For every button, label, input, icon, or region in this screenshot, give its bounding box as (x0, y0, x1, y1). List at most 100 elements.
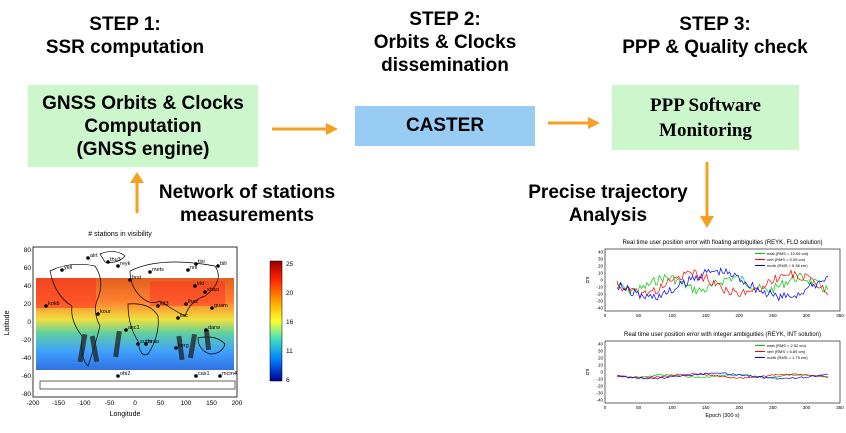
station-label: irkt (197, 281, 205, 287)
plot-ytick-label: 30 (598, 349, 604, 354)
arrow-right-icon (548, 117, 600, 129)
legend-label: east (RMS = 12.06 cm) (767, 251, 809, 256)
plot-ytick-label: -30 (596, 391, 603, 396)
plot-ylabel: cm (585, 369, 591, 376)
antarctica-outline (39, 380, 236, 390)
station-dot (193, 284, 197, 288)
legend-label: east (RMS = 2.52 cm) (767, 343, 807, 348)
station-label: mets (152, 267, 164, 273)
legend-label: north (RMS = 5.36 cm) (767, 263, 808, 268)
station-dot (106, 260, 110, 264)
map-ytick-label: 0 (27, 319, 31, 326)
plot-ytick-label: 10 (598, 271, 604, 276)
map-frame (32, 246, 238, 398)
step3-title: STEP 3: PPP & Quality check (600, 13, 830, 59)
station-dot (44, 304, 48, 308)
station-label: sutm (140, 339, 152, 345)
colorbar-tick-label: 6 (286, 377, 290, 384)
station-label: tixi (198, 259, 205, 265)
plot-xtick-label: 50 (636, 313, 642, 318)
station-label: ohi2 (120, 371, 130, 377)
station-dot (148, 270, 152, 274)
station-dot (218, 374, 222, 378)
trajectory-caption-line1: Precise trajectory (528, 182, 688, 203)
caster-label: CASTER (405, 115, 485, 136)
station-dot (174, 346, 178, 350)
station-label: hrao (148, 339, 159, 345)
station-dot (128, 278, 132, 282)
map-xtick-label: 150 (206, 400, 217, 407)
plot-ytick-label: 30 (598, 257, 604, 262)
plot-ytick-label: -40 (596, 398, 603, 403)
step2-subheading: Orbits & Clocks (373, 32, 517, 53)
arrow-down-icon (700, 162, 714, 228)
station-map: # stations in visibility alrtthu3yellrey… (4, 231, 294, 418)
plot-integer-ambiguities: Real time user position error with integ… (585, 332, 844, 419)
plot-xtick-label: 300 (803, 405, 811, 410)
map-ytick-label: -80 (22, 391, 32, 398)
station-dot (86, 256, 90, 260)
plot-frame (604, 248, 841, 312)
plot-ytick-label: 40 (598, 342, 604, 347)
series-line (616, 272, 829, 295)
plot-xtick-label: 100 (668, 313, 676, 318)
map-xtick-label: -100 (77, 400, 90, 407)
map-ytick-label: 40 (24, 283, 32, 290)
colorbar (269, 260, 283, 382)
map-ylabel: Latitude (4, 310, 11, 335)
plot-xtick-label: 200 (736, 313, 744, 318)
station-label: thu3 (110, 257, 121, 263)
colorbar-tick-label: 11 (286, 348, 293, 355)
station-dot (156, 304, 160, 308)
network-caption-line1: Network of stations (158, 182, 336, 203)
station-label: kokb (48, 301, 60, 307)
colorbar-tick-label: 16 (286, 319, 294, 326)
station-dot (194, 262, 198, 266)
plot-xtick-label: 250 (769, 313, 777, 318)
station-dot (60, 268, 64, 272)
station-dot (203, 290, 207, 294)
map-title: # stations in visibility (88, 231, 152, 238)
plot-ytick-label: -10 (596, 285, 603, 290)
plot-xtick-label: 350 (836, 313, 844, 318)
map-xtick-label: -200 (26, 400, 39, 407)
station-dot (176, 316, 180, 320)
plot-ytick-label: -20 (596, 384, 603, 389)
gnss-engine-line2: Computation (84, 115, 202, 137)
map-xtick-label: 200 (232, 400, 243, 407)
map-xtick-label: -50 (105, 400, 115, 407)
station-label: kit3 (160, 301, 169, 307)
station-label: shao (207, 287, 219, 293)
gnss-engine-line1: GNSS Orbits & Clocks (42, 92, 244, 114)
station-dot (116, 374, 120, 378)
ppp-line1: PPP Software (650, 94, 761, 116)
station-label: asc1 (128, 325, 140, 331)
africa-outline (127, 303, 159, 356)
station-dot (136, 342, 140, 346)
plot-ytick-label: 20 (598, 356, 604, 361)
plot-xtick-label: 350 (836, 405, 844, 410)
eurasia-outline (129, 261, 219, 317)
station-label: brst (132, 275, 142, 281)
station-label: reyk (120, 261, 131, 267)
trajectory-caption: Precise trajectory Analysis (518, 181, 698, 227)
plot-ytick-label: -30 (596, 299, 603, 304)
plot-ytick-label: 40 (598, 250, 604, 255)
series-line (616, 372, 829, 380)
map-hot-zone (150, 281, 225, 306)
legend-label: vert (RMS = 9.09 cm) (767, 257, 806, 262)
station-dot (186, 268, 190, 272)
station-label: mcm4 (222, 371, 237, 377)
satellite-passes (77, 329, 212, 363)
plot-ytick-label: -20 (596, 292, 603, 297)
map-xtick-label: 0 (133, 400, 137, 407)
station-label: kour (100, 309, 111, 315)
network-caption-line2: measurements (179, 205, 315, 226)
plot-ytick-label: 10 (598, 363, 604, 368)
gnss-engine-line3: (GNSS engine) (76, 138, 210, 160)
plot-xtick-label: 50 (636, 405, 642, 410)
plot-frame (604, 340, 841, 404)
